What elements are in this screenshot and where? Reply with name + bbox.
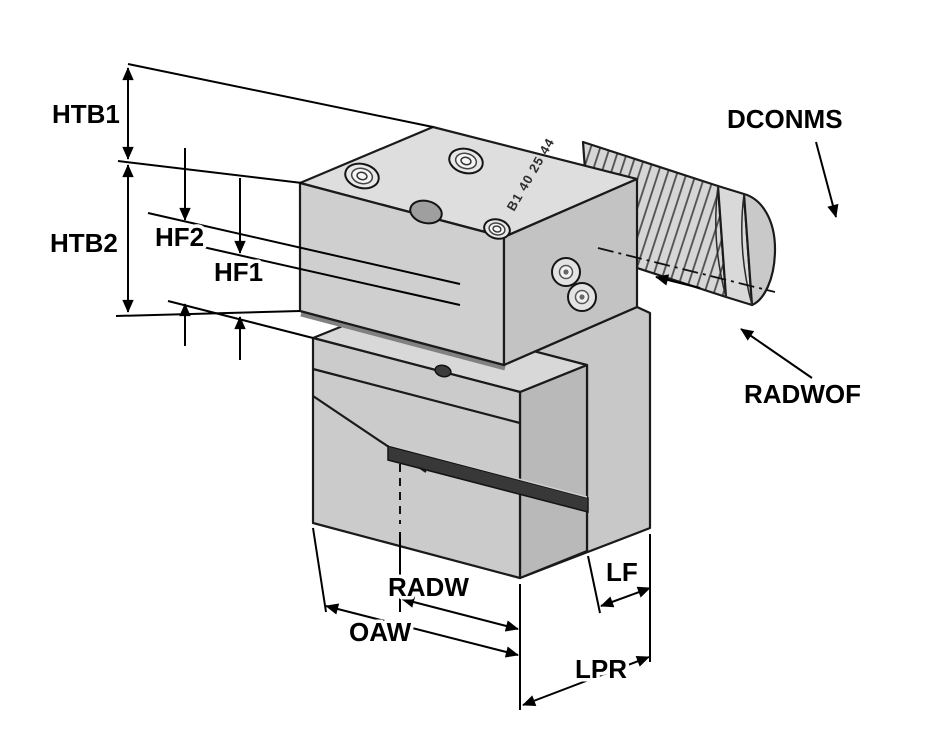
dim-oaw: [325, 603, 519, 658]
axis-pointer-arrow: [655, 274, 701, 289]
ext-line-head-top: [117, 160, 303, 184]
seat-plate-edge: [312, 367, 521, 425]
label-htb2: HTB2: [50, 228, 118, 258]
shank-centerline: [597, 247, 776, 293]
label-lf: LF: [606, 557, 638, 587]
label-hf1: HF1: [214, 257, 263, 287]
ref-line-hf2: [147, 212, 461, 285]
seat-hole: [434, 364, 452, 378]
shank-end-cap: [742, 192, 777, 307]
toolholder-body: B1 40 25 44: [298, 125, 777, 580]
dim-radw: [401, 596, 519, 632]
leader-radwof: [740, 328, 813, 379]
dim-lpr: [522, 655, 650, 707]
cap-screw-2: [448, 147, 484, 175]
cap-screw-3: [483, 218, 511, 240]
shank-collar-boundary: [741, 193, 753, 306]
clamp-screw-1: [551, 257, 581, 287]
counterbore-hole: [409, 199, 443, 225]
seat-right-face: [518, 363, 589, 580]
label-radw: RADW: [388, 572, 469, 602]
slot-shadow: [300, 311, 506, 371]
label-dconms: DCONMS: [727, 104, 843, 134]
shank-serration-boundary: [715, 185, 727, 298]
ext-line-lf-left: [587, 555, 601, 614]
dimension-lines: [115, 63, 839, 710]
dim-lf: [600, 586, 651, 608]
ext-line-head-bottom: [115, 310, 301, 317]
clamp-screw-2: [567, 282, 597, 312]
ext-line-top: [127, 63, 434, 128]
ref-line-hf1: [202, 246, 461, 306]
label-htb1: HTB1: [52, 99, 120, 129]
label-radwof: RADWOF: [744, 379, 861, 409]
label-oaw: OAW: [349, 617, 412, 647]
leader-dconms: [815, 141, 839, 218]
insert-strip: [387, 445, 589, 513]
ext-line-oaw-left: [312, 527, 327, 613]
insert-strip-highlight: [388, 444, 588, 498]
label-lpr: LPR: [575, 654, 627, 684]
label-hf2: HF2: [155, 222, 204, 252]
cap-screw-1: [344, 162, 380, 190]
dimension-labels: HTB1 HTB2 HF2 HF1 DCONMS RADWOF RADW OAW…: [47, 96, 865, 688]
